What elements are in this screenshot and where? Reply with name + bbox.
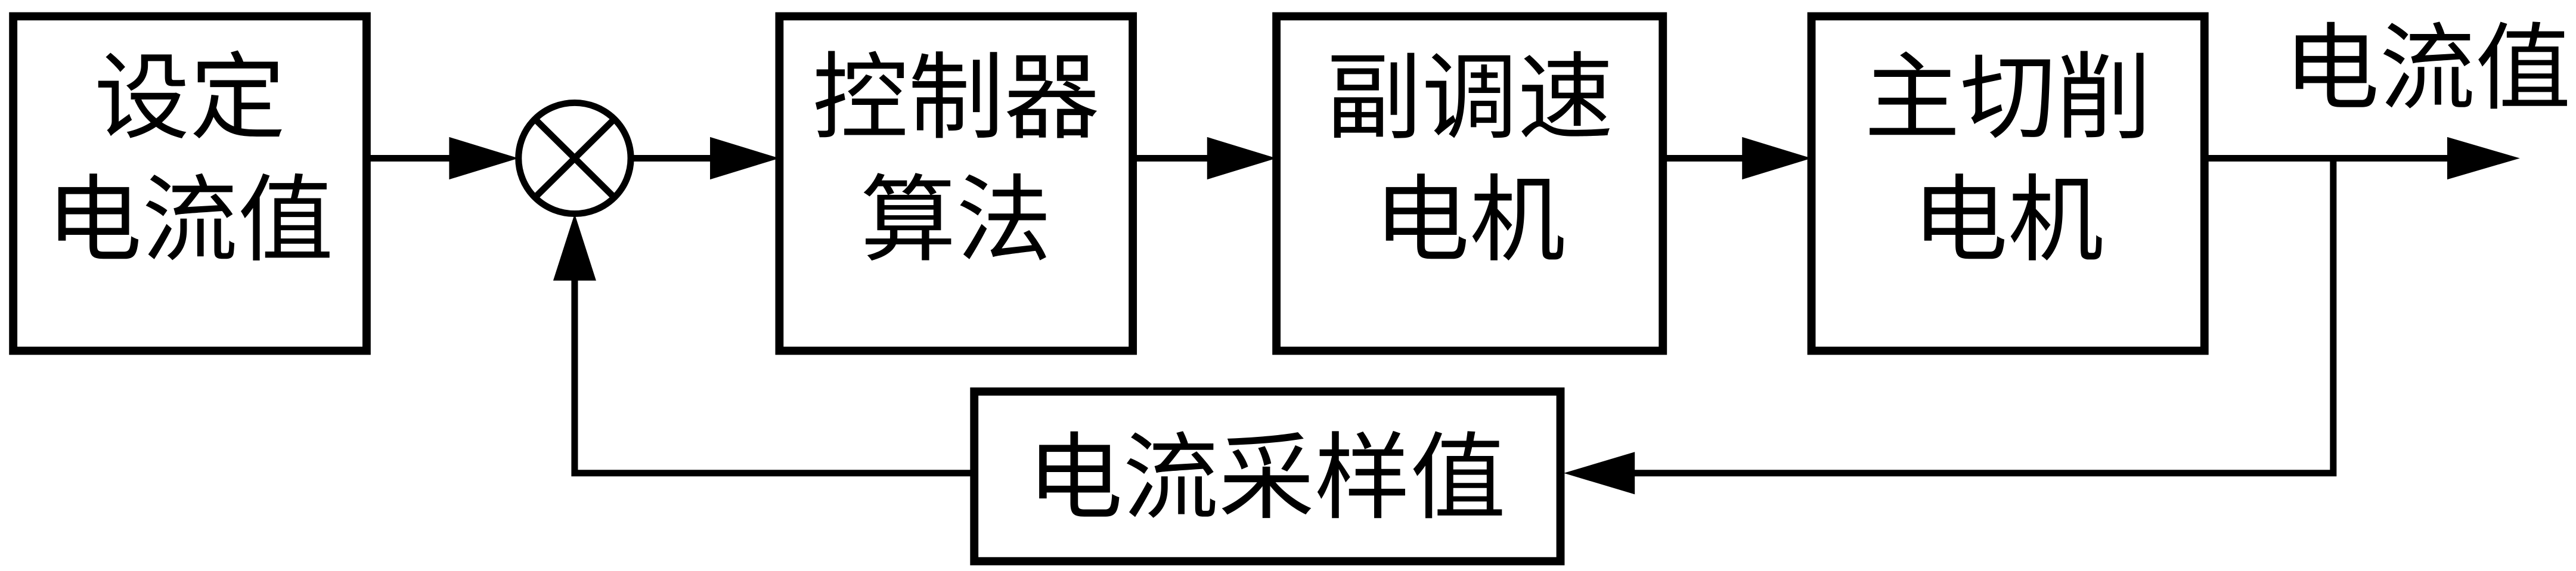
aux-speed-motor-block: 副调速 电机 [1272, 12, 1667, 355]
feedback-block: 电流采样值 [970, 387, 1565, 566]
aux-motor-label-line1: 副调速 [1326, 43, 1613, 153]
aux-motor-label-line2: 电机 [1374, 165, 1566, 275]
feedback-label: 电流采样值 [1027, 423, 1506, 533]
output-label: 电流值 [2284, 14, 2571, 124]
main-motor-label-line1: 主切削 [1864, 43, 2152, 153]
main-cutting-motor-block: 主切削 电机 [1807, 12, 2209, 355]
setpoint-label-line1: 设定 [94, 43, 286, 153]
controller-label-line1: 控制器 [813, 43, 1100, 153]
signal-arrows [366, 136, 2520, 495]
summing-junction [515, 99, 634, 218]
setpoint-block: 设定 电流值 [9, 12, 371, 355]
main-motor-label-line2: 电机 [1912, 165, 2104, 275]
controller-block: 控制器 算法 [775, 12, 1137, 355]
controller-label-line2: 算法 [860, 165, 1052, 275]
setpoint-label-line2: 电流值 [47, 165, 334, 275]
